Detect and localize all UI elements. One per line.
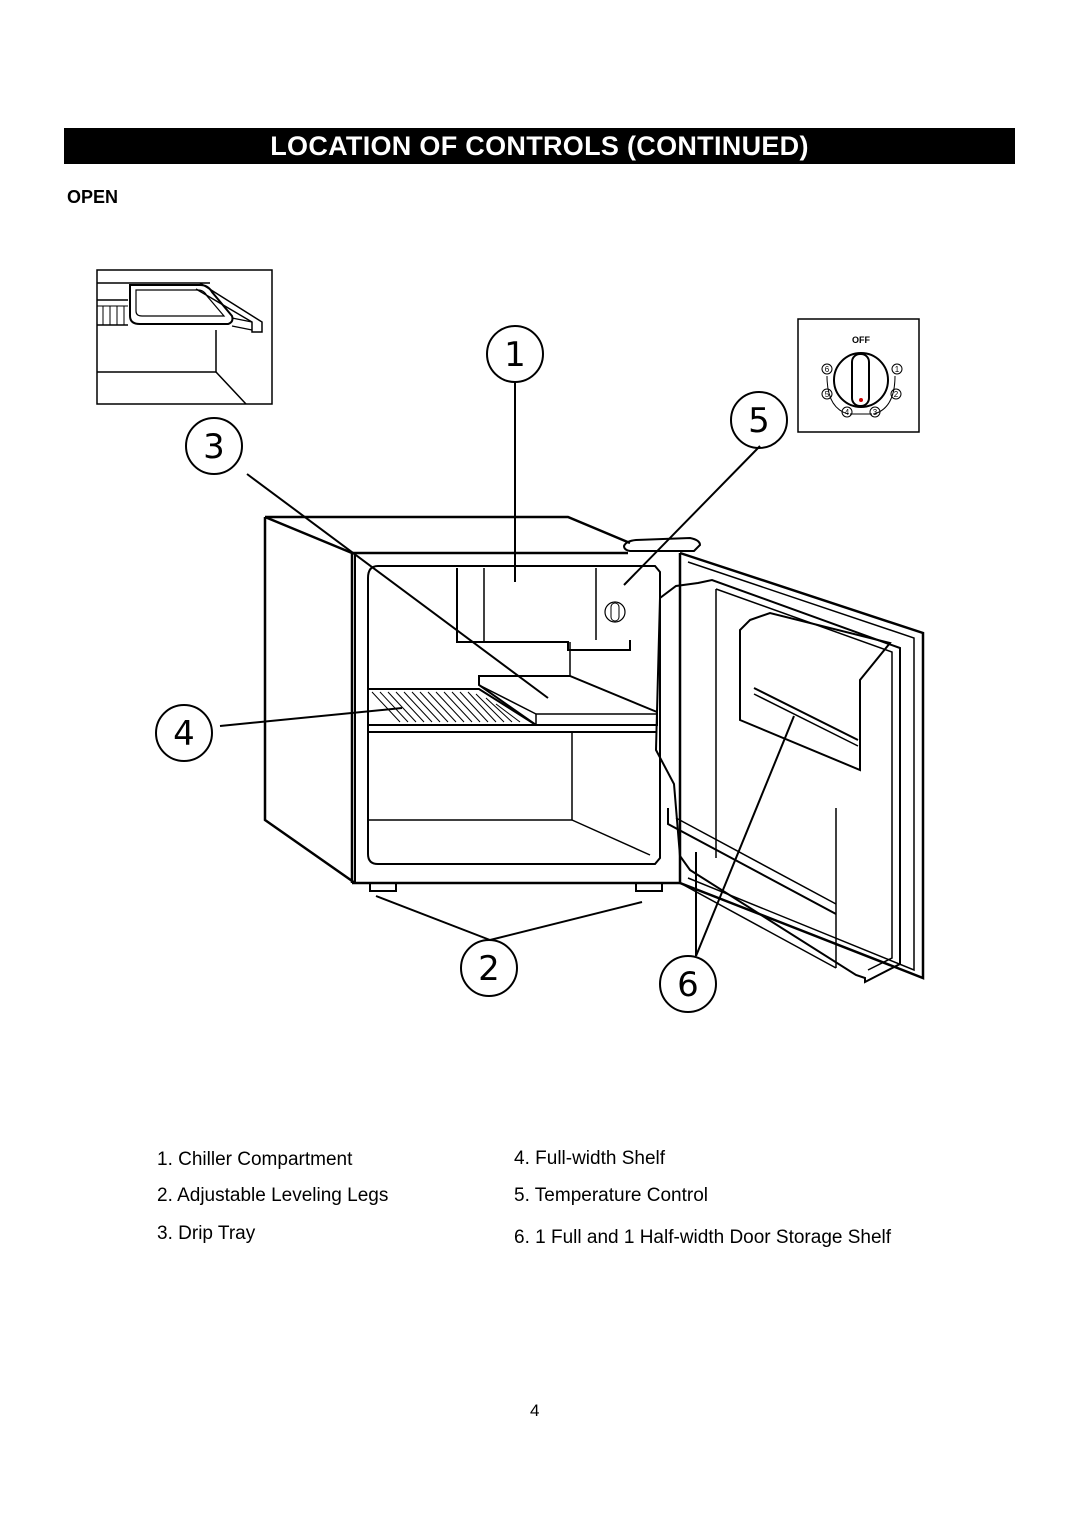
legend-number: 5.	[514, 1185, 530, 1206]
knob-setting-5: 5	[825, 390, 830, 399]
legend-item-1: 1. Chiller Compartment	[157, 1149, 352, 1171]
callout-4: 4	[173, 714, 195, 754]
page-title: LOCATION OF CONTROLS (CONTINUED)	[64, 128, 1015, 164]
legend-number: 3.	[157, 1223, 173, 1244]
callout-5: 5	[748, 401, 770, 441]
legend-label: Temperature Control	[534, 1185, 708, 1206]
callout-3: 3	[203, 427, 225, 467]
callout-2: 2	[478, 949, 500, 989]
refrigerator-door	[654, 551, 925, 984]
drip-tray-inset	[96, 269, 273, 405]
refrigerator-body	[263, 515, 702, 892]
knob-setting-2: 2	[894, 390, 899, 399]
legend-number: 1.	[157, 1149, 173, 1170]
legend-label: Chiller Compartment	[178, 1149, 353, 1170]
callout-circles	[155, 325, 788, 1013]
legend-item-3: 3. Drip Tray	[157, 1223, 255, 1245]
knob-setting-6: 6	[825, 365, 830, 374]
legend-item-2: 2. Adjustable Leveling Legs	[157, 1185, 388, 1207]
callout-1: 1	[504, 335, 526, 375]
page-number: 4	[530, 1401, 540, 1420]
legend-number: 2.	[157, 1185, 173, 1206]
knob-setting-1: 1	[895, 365, 900, 374]
knob-setting-4: 4	[845, 408, 850, 417]
callout-6: 6	[677, 965, 699, 1005]
legend-label: Full-width Shelf	[535, 1148, 666, 1169]
legend-item-6: 6. 1 Full and 1 Half-width Door Storage …	[514, 1227, 891, 1249]
knob-off-label: OFF	[852, 335, 870, 345]
legend-item-4: 4. Full-width Shelf	[514, 1148, 665, 1170]
leader-lines	[219, 382, 795, 957]
legend-item-5: 5. Temperature Control	[514, 1185, 708, 1207]
section-label-open: OPEN	[67, 187, 119, 207]
knob-setting-3: 3	[873, 408, 878, 417]
legend-number: 4.	[514, 1148, 530, 1169]
legend-number: 6.	[514, 1227, 530, 1248]
temperature-knob-inset	[797, 318, 920, 433]
legend-label: Adjustable Leveling Legs	[177, 1185, 389, 1206]
legend-label: 1 Full and 1 Half-width Door Storage She…	[535, 1227, 892, 1248]
knob-indicator-dot	[859, 398, 863, 402]
legend-label: Drip Tray	[178, 1223, 256, 1244]
